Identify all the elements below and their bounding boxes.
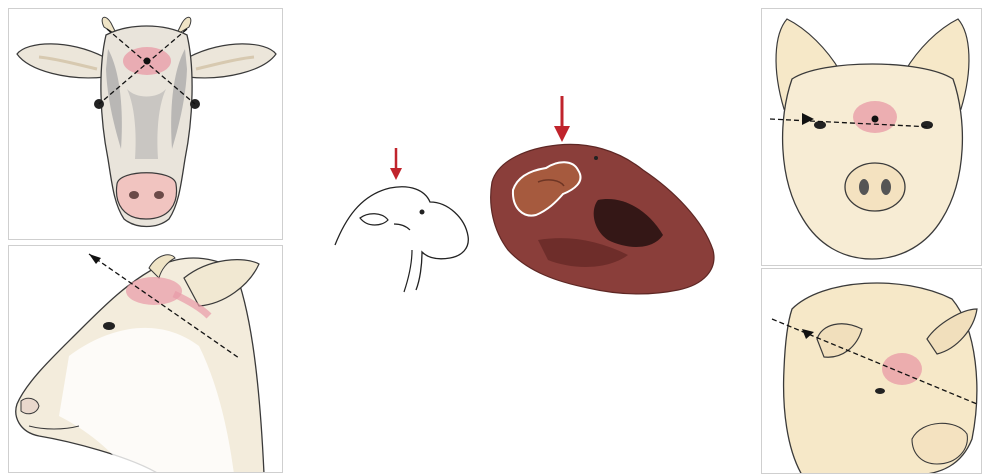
sheep-outline-icon xyxy=(330,140,480,300)
cow-side-head-icon xyxy=(9,246,283,473)
pig-side-head-icon xyxy=(762,269,982,474)
cow-side-panel xyxy=(8,245,283,473)
cow-front-head-icon xyxy=(9,9,283,240)
pig-front-panel xyxy=(761,8,982,266)
pig-side-panel xyxy=(761,268,982,474)
sheep-panel xyxy=(330,140,480,300)
cow-front-panel xyxy=(8,8,283,240)
pig-front-head-icon xyxy=(762,9,982,266)
brain-section-icon xyxy=(478,90,723,310)
brain-panel xyxy=(478,90,723,310)
